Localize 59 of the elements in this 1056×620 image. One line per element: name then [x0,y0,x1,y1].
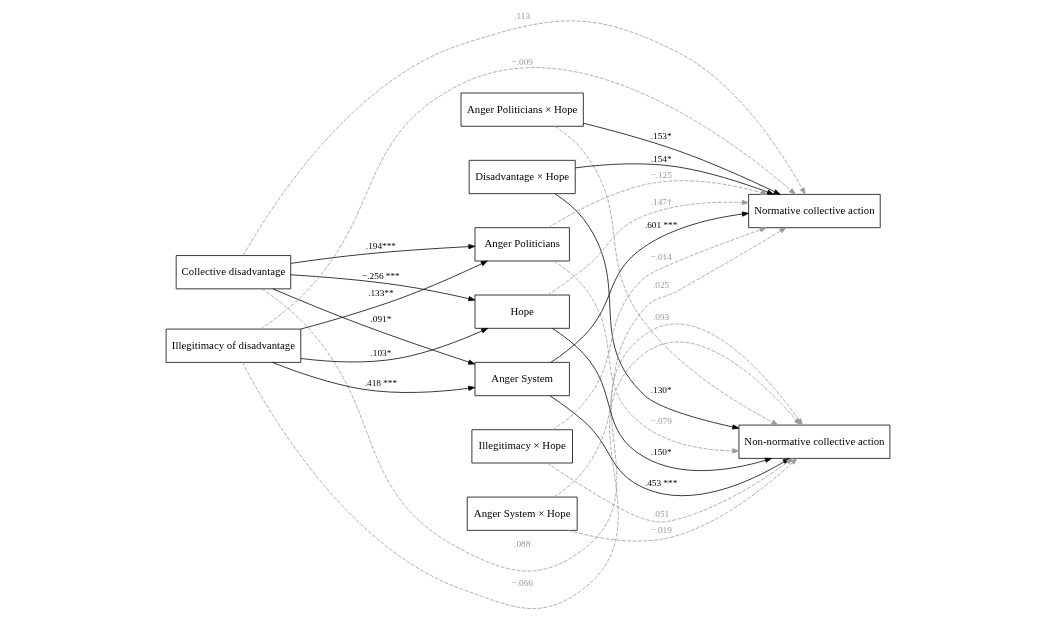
arrow [260,67,796,330]
node-box: Non-normative collective action [738,424,891,459]
edge-label: −.125 [650,170,672,181]
edge-label: .601 *** [644,219,678,230]
arrow [549,395,790,497]
edge-label: −.009 [511,57,533,68]
edge-label: −.019 [650,524,672,535]
edge-label: .133** [368,287,394,298]
arrow [554,193,740,430]
arrow [553,260,740,454]
edge-label: −.079 [650,415,672,426]
node-box: Disadvantage × Hope [468,159,576,194]
arrow [547,180,768,229]
edge-label: .093 [653,311,670,322]
edge-label: .051 [653,508,670,519]
node-box: Normative collective action [748,194,881,229]
arrow [242,341,801,609]
arrow [272,288,476,365]
arrow [300,260,488,330]
edge-label: .154* [650,153,672,164]
edge-label: .418 *** [364,378,398,389]
edge-label: .113 [514,10,531,21]
edge-label: .150* [650,446,672,457]
edge-label: .088 [514,538,531,549]
arrow [272,362,476,393]
edge-label: −.256 *** [362,270,400,281]
edge-label: .453 *** [644,477,678,488]
edge-label: .103* [370,347,392,358]
arrow [261,288,803,572]
node-box: Illegitimacy × Hope [471,429,573,464]
arrow [553,227,787,498]
node-box: Hope [474,294,570,329]
node-box: Anger Politicians [474,227,570,262]
node-box: Anger Politicians × Hope [460,92,584,127]
edge-label: .025 [653,280,670,291]
arrow [552,328,772,471]
edge-label: .147† [650,196,672,207]
edge-label: −.066 [511,578,533,589]
arrow [290,274,476,302]
arrow [583,122,781,195]
arrow [550,211,749,363]
arrow [552,227,767,431]
arrow [242,20,806,256]
arrow [568,458,798,542]
edge-label: .153* [650,130,672,141]
arrow [300,327,489,363]
node-box: Anger System × Hope [466,496,578,531]
edge-label: −.014 [650,252,672,263]
edge-label: .130* [650,384,672,395]
arrow [554,126,779,426]
arrow [575,163,774,195]
arrow [546,458,793,523]
edge-label: .194*** [365,240,396,251]
edge-label: .091* [370,314,392,325]
arrow [547,199,749,296]
node-box: Anger System [474,362,570,397]
arrow [290,244,476,264]
node-box: Collective disadvantage [175,255,292,290]
node-box: Illegitimacy of disadvantage [165,328,302,363]
